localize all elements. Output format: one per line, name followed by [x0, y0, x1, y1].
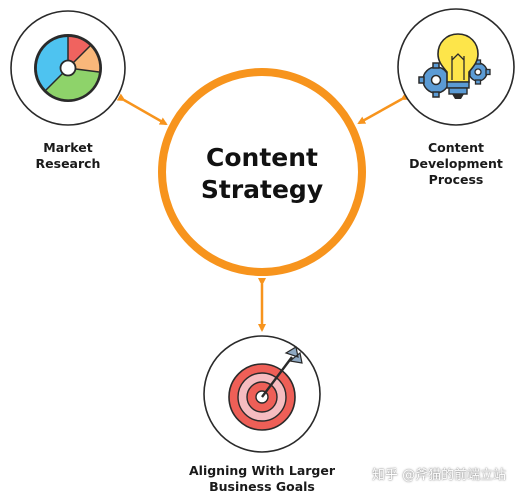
pie-chart-icon: [34, 34, 102, 102]
target-arrow-icon: [228, 346, 303, 431]
center-title-line-1: Content: [206, 143, 318, 172]
business-goals-label-line-2: Business Goals: [209, 479, 315, 494]
content-development-label: Content Development Process: [393, 140, 519, 188]
business-goals-node: [203, 335, 321, 453]
watermark: 知乎 @斧猫的前端立站: [372, 468, 507, 483]
arrow-content-development: [357, 92, 410, 125]
market-research-node: [10, 10, 126, 126]
lightbulb-gears-icon: [418, 33, 491, 99]
center-title-line-2: Strategy: [200, 175, 324, 204]
center-ring: [158, 68, 366, 276]
business-goals-label-line-1: Aligning With Larger: [188, 463, 336, 478]
market-research-label: Market Research: [18, 140, 118, 172]
market-research-label-line-1: Market: [43, 140, 93, 155]
market-research-label-line-2: Research: [35, 156, 101, 171]
arrow-market-research: [116, 93, 168, 126]
content-development-label-line-1: Content: [428, 140, 484, 155]
center-title: Content Strategy: [170, 142, 354, 206]
content-development-label-line-3: Process: [428, 172, 484, 187]
business-goals-label: Aligning With Larger Business Goals: [176, 463, 348, 495]
content-development-node: [397, 8, 515, 126]
content-development-label-line-2: Development: [409, 156, 503, 171]
